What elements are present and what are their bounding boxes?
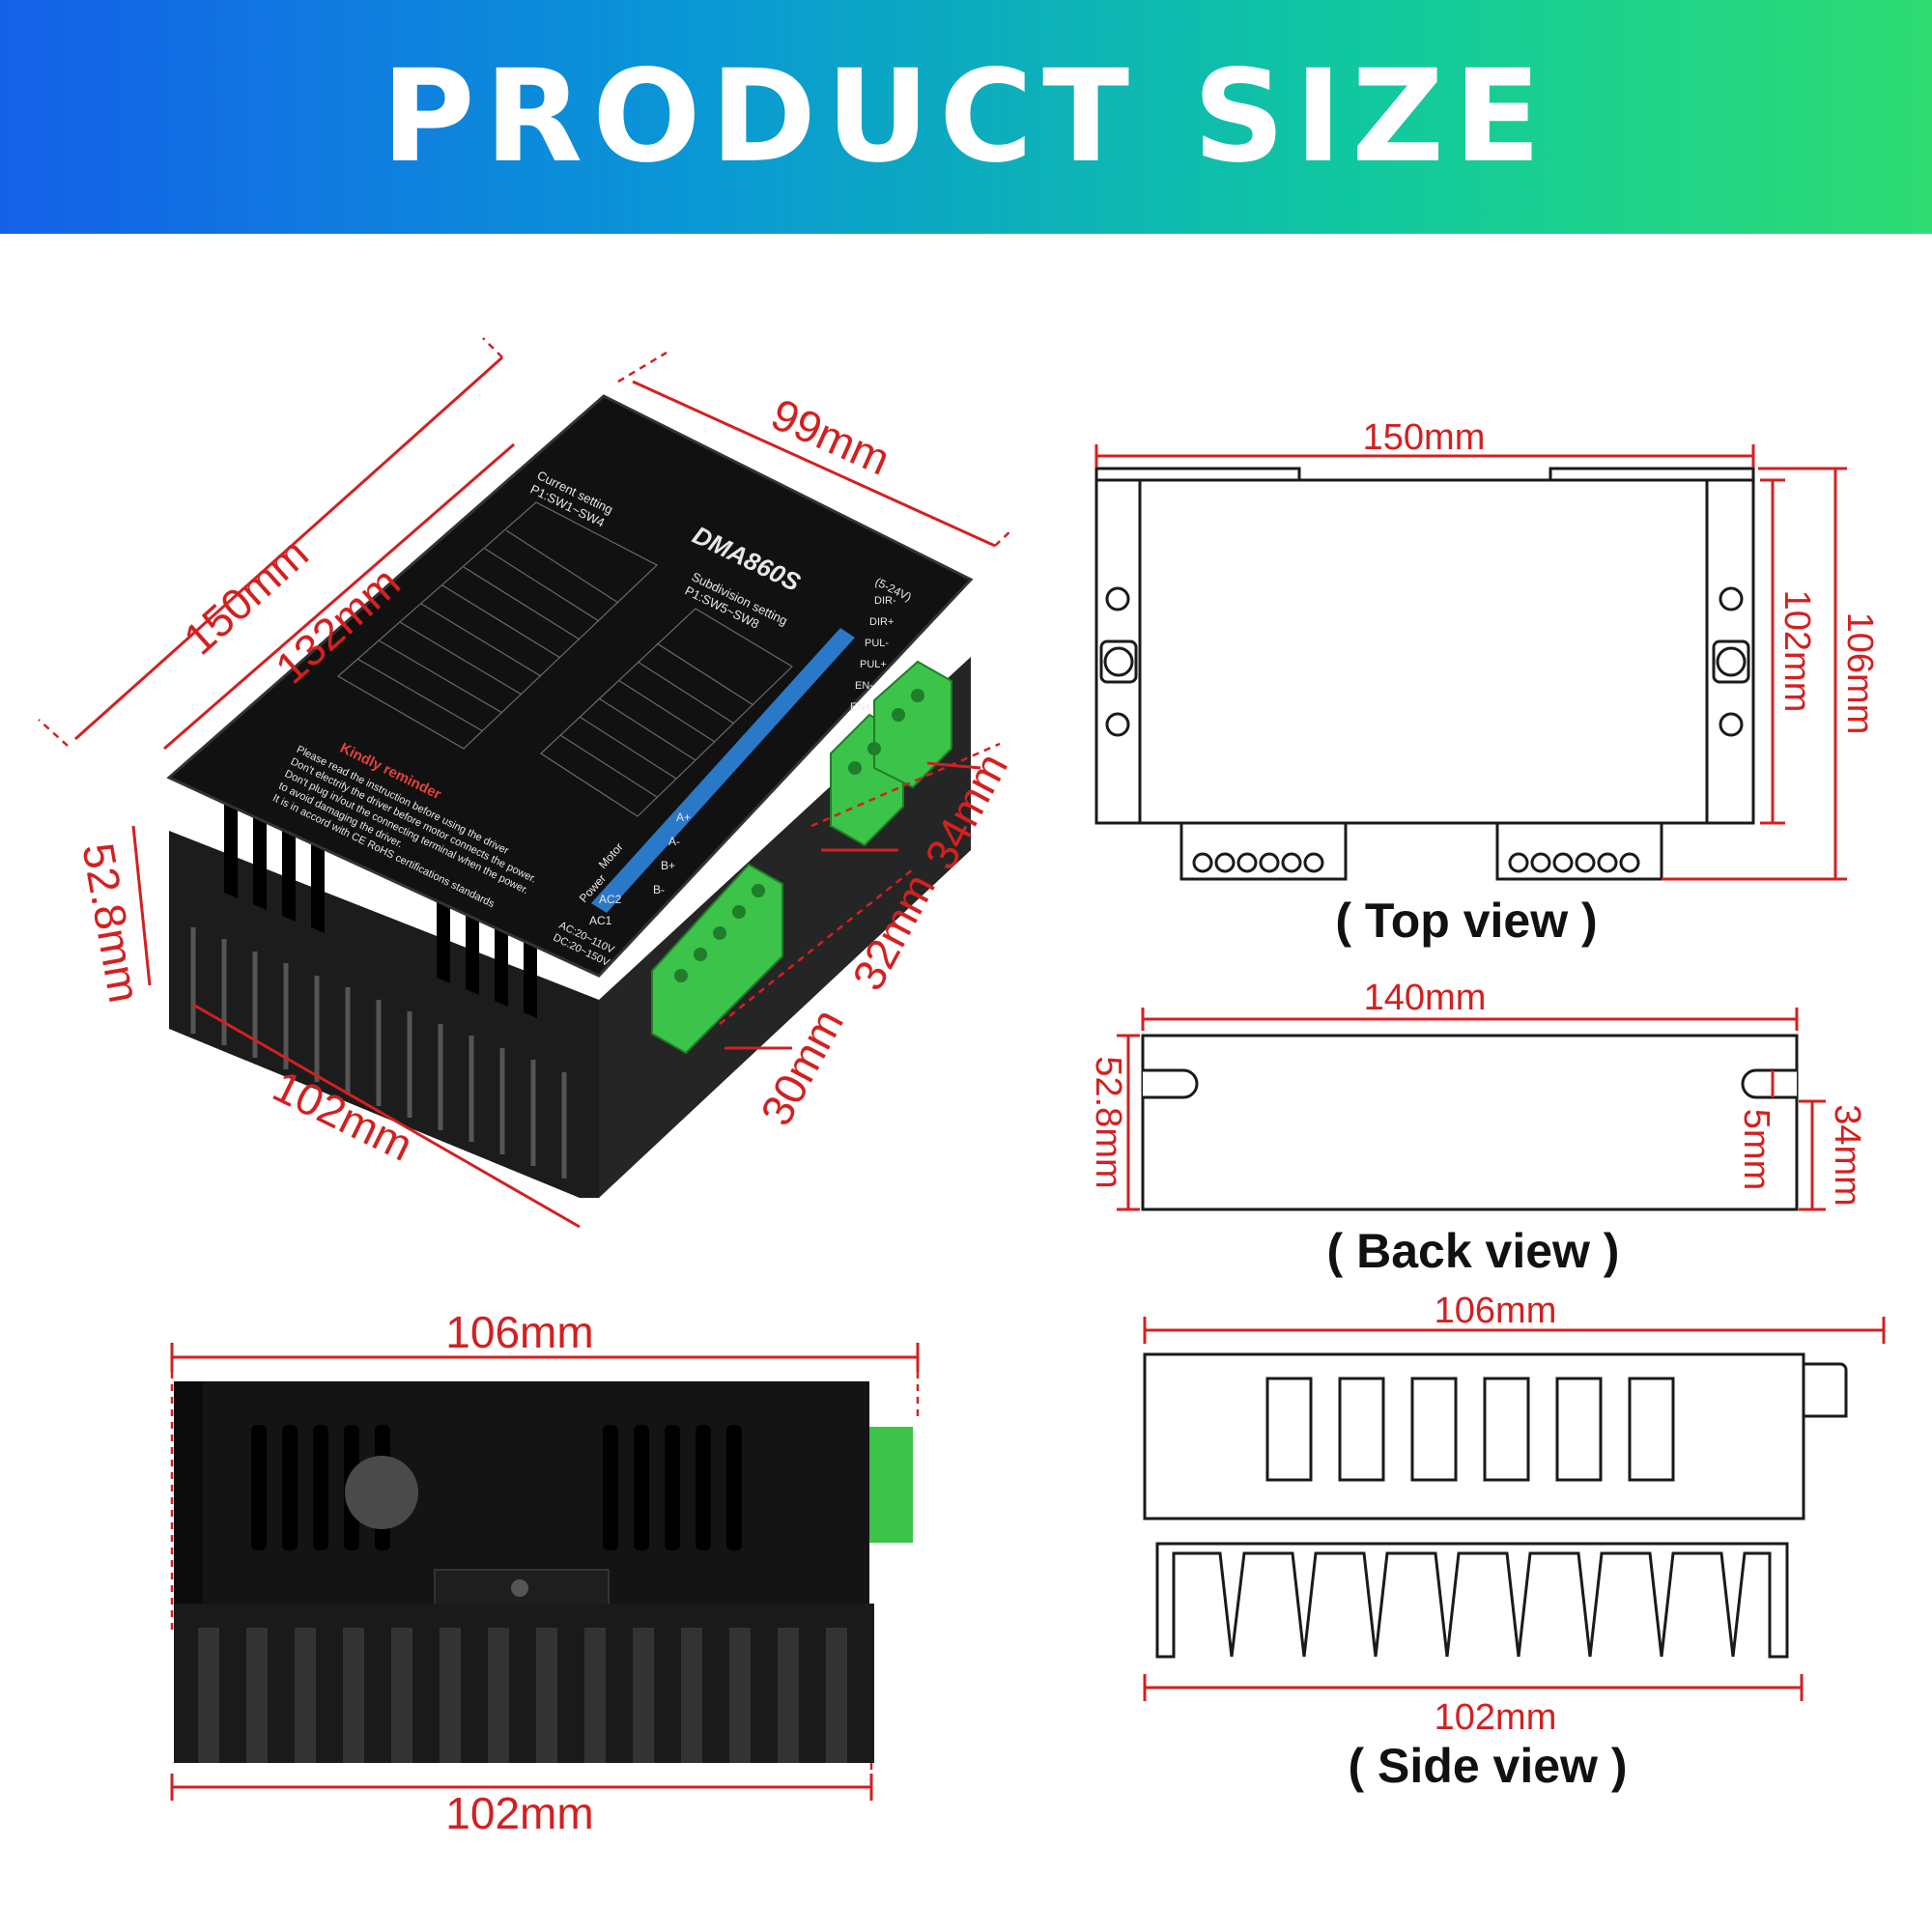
iso-settings-table xyxy=(336,501,793,817)
side-view-vents xyxy=(1265,1377,1675,1482)
banner: PRODUCT SIZE xyxy=(0,0,1932,234)
photo-fins xyxy=(198,1628,847,1763)
top-view-dim-outer-height: 106mm xyxy=(1839,612,1880,735)
top-view-terminals xyxy=(1192,852,1640,873)
signal-pin-dir-minus: DIR- xyxy=(874,595,896,607)
iso-green-terminals xyxy=(651,660,952,1055)
motor-pin-b-minus: B- xyxy=(653,883,665,896)
top-view-dim-width: 150mm xyxy=(1363,417,1486,458)
signal-pin-pul-minus: PUL- xyxy=(865,638,889,649)
iso-heatsink-fins xyxy=(190,927,567,1179)
motor-pin-a-minus: A- xyxy=(668,835,680,848)
back-view-caption: ( Back view ) xyxy=(1327,1224,1620,1278)
side-view-body xyxy=(1143,1352,1805,1520)
signal-pin-en-plus: EN+ xyxy=(850,701,871,713)
photo-fan xyxy=(345,1456,418,1529)
back-view: 140mm 52.8mm 5mm 34mm ( Back view ) xyxy=(1088,978,1867,1278)
side-view-caption: ( Side view ) xyxy=(1349,1739,1628,1793)
iso-top-panel xyxy=(166,394,974,978)
photo-dim-top: 106mm xyxy=(445,1307,593,1357)
iso-device: DMA860S Current setting P1:SW1~SW4 Subdi… xyxy=(166,394,974,1198)
photo-heatsink xyxy=(174,1604,874,1763)
top-view: 150mm 102mm 106mm ( Top view ) xyxy=(1094,417,1880,948)
top-view-dim-inner-height: 102mm xyxy=(1776,590,1817,713)
iso-side-body xyxy=(169,831,599,1198)
power-pin-ac1: AC1 xyxy=(589,914,612,927)
photo-green-terminal xyxy=(869,1427,913,1543)
top-view-mount-holes xyxy=(1099,586,1750,737)
back-view-dim-width: 140mm xyxy=(1364,978,1487,1018)
motor-pin-a-plus: A+ xyxy=(676,810,691,824)
back-view-dim-right-height: 34mm xyxy=(1827,1104,1867,1207)
side-view-dim-top-width: 106mm xyxy=(1435,1291,1557,1331)
back-view-body xyxy=(1141,1034,1799,1211)
top-view-body xyxy=(1094,478,1755,825)
banner-title: PRODUCT SIZE xyxy=(381,43,1551,191)
power-pin-ac2: AC2 xyxy=(599,893,622,906)
signal-pin-en-minus: EN- xyxy=(855,680,873,692)
signal-pin-dir-plus: DIR+ xyxy=(869,616,894,628)
side-photo: 106mm 102mm xyxy=(170,1307,920,1838)
back-view-dim-slot: 5mm xyxy=(1736,1109,1776,1190)
back-view-dim-height: 52.8mm xyxy=(1088,1056,1128,1188)
side-view-dim-bottom-width: 102mm xyxy=(1435,1697,1557,1738)
side-view: 106mm 102mm ( Side view ) xyxy=(1143,1291,1886,1793)
top-view-caption: ( Top view ) xyxy=(1335,894,1597,948)
photo-dim-bottom: 102mm xyxy=(445,1788,593,1838)
side-view-heatsink xyxy=(1155,1542,1789,1659)
iso-blue-strip xyxy=(591,628,855,913)
signal-pin-pul-plus: PUL+ xyxy=(860,659,887,670)
motor-pin-b-plus: B+ xyxy=(661,859,675,872)
